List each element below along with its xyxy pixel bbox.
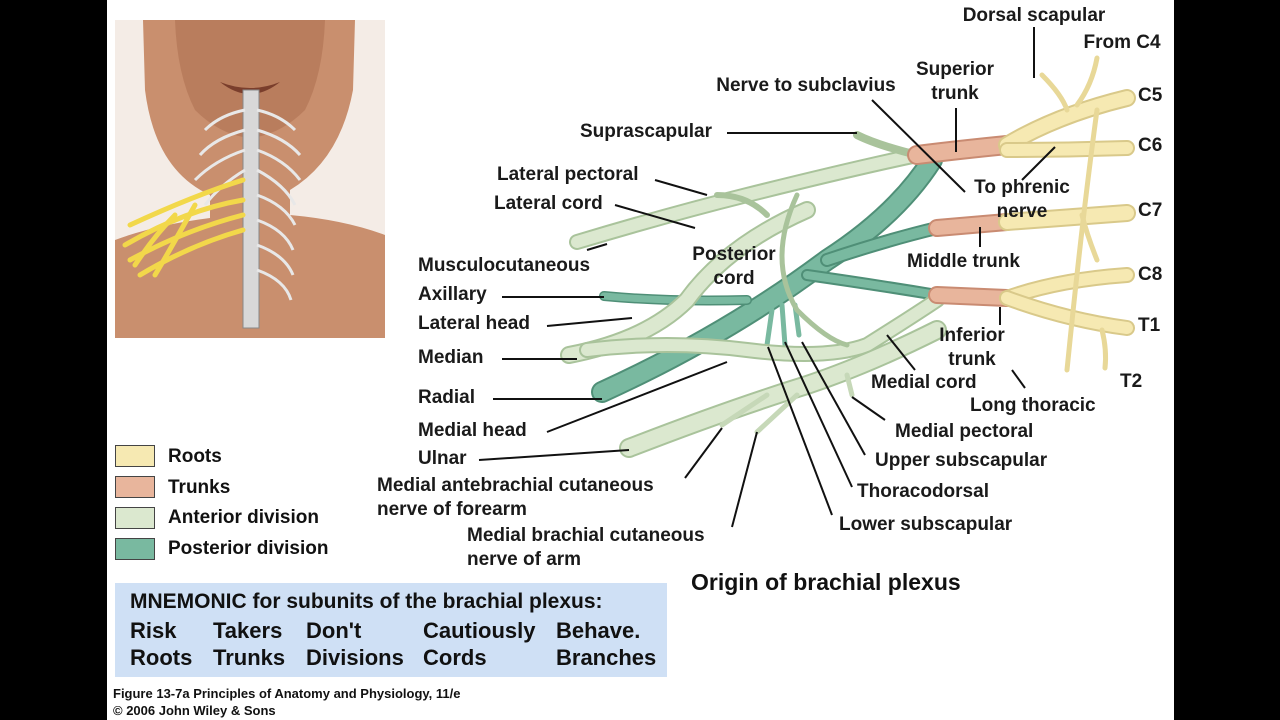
label-radial: Radial [418, 387, 476, 408]
mnemonic-box: MNEMONIC for subunits of the brachial pl… [115, 583, 667, 677]
neck-illustration [115, 20, 385, 338]
label-ulnar: Ulnar [418, 448, 467, 469]
label-axillary: Axillary [418, 284, 487, 305]
legend-swatch-anterior [115, 507, 155, 529]
mnemonic-word: Don't [306, 618, 362, 643]
label-lateral-head: Lateral head [418, 313, 530, 334]
label-c7: C7 [1138, 200, 1163, 221]
figure-caption: Figure 13-7a Principles of Anatomy and P… [113, 686, 461, 701]
label-middle-trunk: Middle trunk [907, 251, 1020, 272]
label-upper-subscapular: Upper subscapular [875, 450, 1048, 471]
label-lateral-cord: Lateral cord [494, 193, 603, 214]
label-inferior-trunk: Inferior trunk [939, 325, 1005, 370]
legend-label-roots: Roots [168, 446, 222, 467]
mnemonic-word: Takers [213, 618, 283, 643]
mnemonic-word: Divisions [306, 645, 404, 670]
mnemonic-word: Behave. [556, 618, 641, 643]
label-c8: C8 [1138, 264, 1163, 285]
label-t2: T2 [1120, 371, 1143, 392]
label-dorsal-scapular: Dorsal scapular [962, 5, 1106, 26]
label-long-thoracic: Long thoracic [970, 395, 1096, 416]
label-lateral-pectoral: Lateral pectoral [497, 164, 639, 185]
label-medial-head: Medial head [418, 420, 527, 441]
label-medial-brachial: Medial brachial cutaneous nerve of arm [467, 525, 705, 570]
legend-swatch-trunks [115, 476, 155, 498]
label-c5: C5 [1138, 85, 1163, 106]
figure-title: Origin of brachial plexus [691, 569, 961, 595]
label-medial-pectoral: Medial pectoral [895, 421, 1034, 442]
mnemonic-title: MNEMONIC for subunits of the brachial pl… [130, 590, 603, 613]
label-lower-subscapular: Lower subscapular [839, 514, 1013, 535]
slide: Dorsal scapular From C4 Superior trunk N… [107, 0, 1174, 720]
label-suprascapular: Suprascapular [580, 121, 712, 142]
label-superior-trunk: Superior trunk [915, 59, 995, 104]
mnemonic-word: Cautiously [423, 618, 536, 643]
label-nerve-to-subclavius: Nerve to subclavius [716, 75, 896, 96]
brachial-plexus-diagram [478, 27, 1136, 528]
legend-label-trunks: Trunks [168, 477, 231, 498]
label-from-c4: From C4 [1083, 32, 1161, 53]
label-posterior-cord: Posterior cord [692, 244, 776, 289]
mnemonic-word: Roots [130, 645, 193, 670]
copyright: © 2006 John Wiley & Sons [113, 703, 276, 718]
label-t1: T1 [1138, 315, 1161, 336]
mnemonic-word: Cords [423, 645, 487, 670]
label-c6: C6 [1138, 135, 1163, 156]
legend-label-posterior: Posterior division [168, 538, 329, 559]
label-medial-antebrachial: Medial antebrachial cutaneous nerve of f… [377, 475, 654, 520]
mnemonic-word: Branches [556, 645, 657, 670]
label-to-phrenic-nerve: To phrenic nerve [974, 177, 1070, 222]
mnemonic-word: Risk [130, 618, 177, 643]
label-medial-cord: Medial cord [871, 372, 977, 393]
legend-swatch-roots [115, 445, 155, 467]
label-musculocutaneous: Musculocutaneous [418, 255, 591, 276]
label-thoracodorsal: Thoracodorsal [857, 481, 989, 502]
label-median: Median [418, 347, 484, 368]
legend-swatch-posterior [115, 538, 155, 560]
legend-label-anterior: Anterior division [168, 507, 319, 528]
mnemonic-word: Trunks [213, 645, 286, 670]
